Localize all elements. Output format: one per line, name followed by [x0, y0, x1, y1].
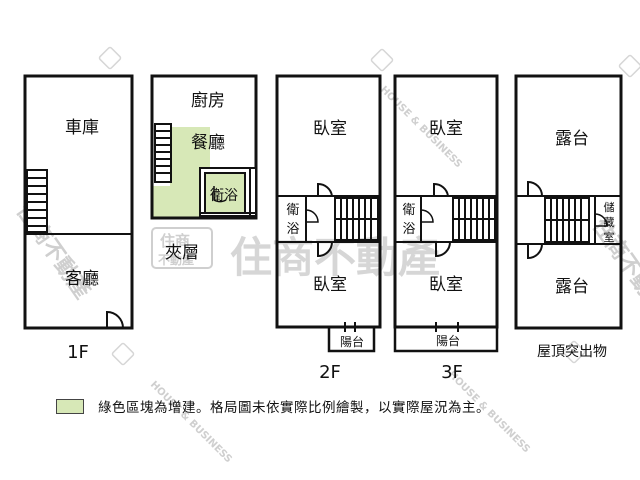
floor-3f — [393, 74, 499, 353]
floor-1f — [23, 74, 134, 330]
door-swing-icon — [213, 186, 227, 203]
room-bedroom-label: 臥室 — [313, 275, 347, 295]
room-bath-label: 浴 — [286, 222, 299, 237]
watermark-small-logo — [370, 48, 394, 72]
floor-2f — [275, 74, 382, 353]
watermark-small-logo — [618, 54, 640, 78]
watermark-small-logo — [562, 340, 586, 364]
door-swing-icon — [594, 213, 608, 227]
watermark-diagonal-2: HOUSE & BUSINESS — [148, 379, 234, 465]
room-storage-label: 儲 — [604, 201, 615, 214]
room-kitchen-label: 廚房 — [191, 90, 225, 111]
room-dining-label: 餐廳 — [191, 133, 225, 153]
floor-roof — [514, 74, 623, 330]
room-terrace-label: 露台 — [555, 129, 589, 149]
room-garage-label: 車庫 — [65, 118, 99, 138]
door-swing-icon — [106, 310, 124, 329]
room-terrace-label: 露台 — [555, 277, 589, 297]
room-bedroom-label: 臥室 — [429, 119, 463, 139]
floor-mezz-stairs — [154, 123, 172, 183]
door-swing-icon — [435, 241, 451, 258]
floor-roof-outline — [514, 74, 623, 330]
floor-mezz-outline — [150, 74, 258, 220]
room-bath-label: 衛浴 — [210, 188, 238, 204]
room-bedroom-label: 臥室 — [429, 275, 463, 295]
door-swing-icon — [527, 243, 543, 260]
watermark-small-logo — [111, 342, 135, 366]
floor-roof-caption: 屋頂突出物 — [537, 344, 607, 360]
door-swing-icon — [317, 241, 333, 258]
floor-2f-balcony — [327, 325, 376, 353]
door-swing-icon — [433, 182, 449, 197]
floor-mezz-stairs-l — [199, 167, 257, 217]
watermark-small-logo — [98, 46, 122, 70]
floor-1f-stairs — [26, 169, 48, 233]
legend: 綠色區塊為增建。格局圖未依實際比例繪製，以實際屋況為主。 — [56, 396, 490, 416]
room-balcony-label: 陽台 — [436, 333, 460, 348]
room-bath-label: 衛 — [402, 203, 415, 218]
room-balcony-label: 陽台 — [340, 334, 364, 349]
door-swing-icon — [317, 182, 333, 197]
floor-2f-caption: 2F — [319, 362, 341, 383]
legend-swatch-addition — [56, 398, 84, 414]
floor-mezz-caption: 夾層 — [165, 243, 199, 263]
room-bath-label: 浴 — [402, 222, 415, 237]
floor-3f-balcony — [393, 325, 499, 353]
room-bath-label: 衛 — [286, 203, 299, 218]
room-living-label: 客廳 — [65, 269, 99, 289]
watermark-logo-badge: 住商 不動產 — [151, 227, 213, 269]
watermark-badge-top: 住商 — [160, 232, 190, 250]
floor-2f-stairs — [334, 197, 379, 241]
legend-text: 綠色區塊為增建。格局圖未依實際比例繪製，以實際屋況為主。 — [98, 400, 490, 416]
door-swing-icon — [527, 180, 543, 197]
floor-roof-stairs — [544, 197, 590, 243]
room-storage-label: 藏 — [604, 216, 615, 229]
door-swing-icon — [420, 209, 434, 223]
door-swing-icon — [305, 209, 319, 223]
room-bedroom-label: 臥室 — [313, 119, 347, 139]
floor-1f-caption: 1F — [67, 342, 89, 363]
floor-1f-outline — [23, 74, 134, 330]
floor-3f-caption: 3F — [441, 362, 463, 383]
floor-mezzanine — [150, 74, 258, 220]
floor-3f-stairs — [452, 197, 496, 241]
watermark-badge-bottom: 不動產 — [158, 252, 194, 267]
addition-area — [152, 127, 210, 218]
room-storage-label: 室 — [604, 230, 615, 244]
